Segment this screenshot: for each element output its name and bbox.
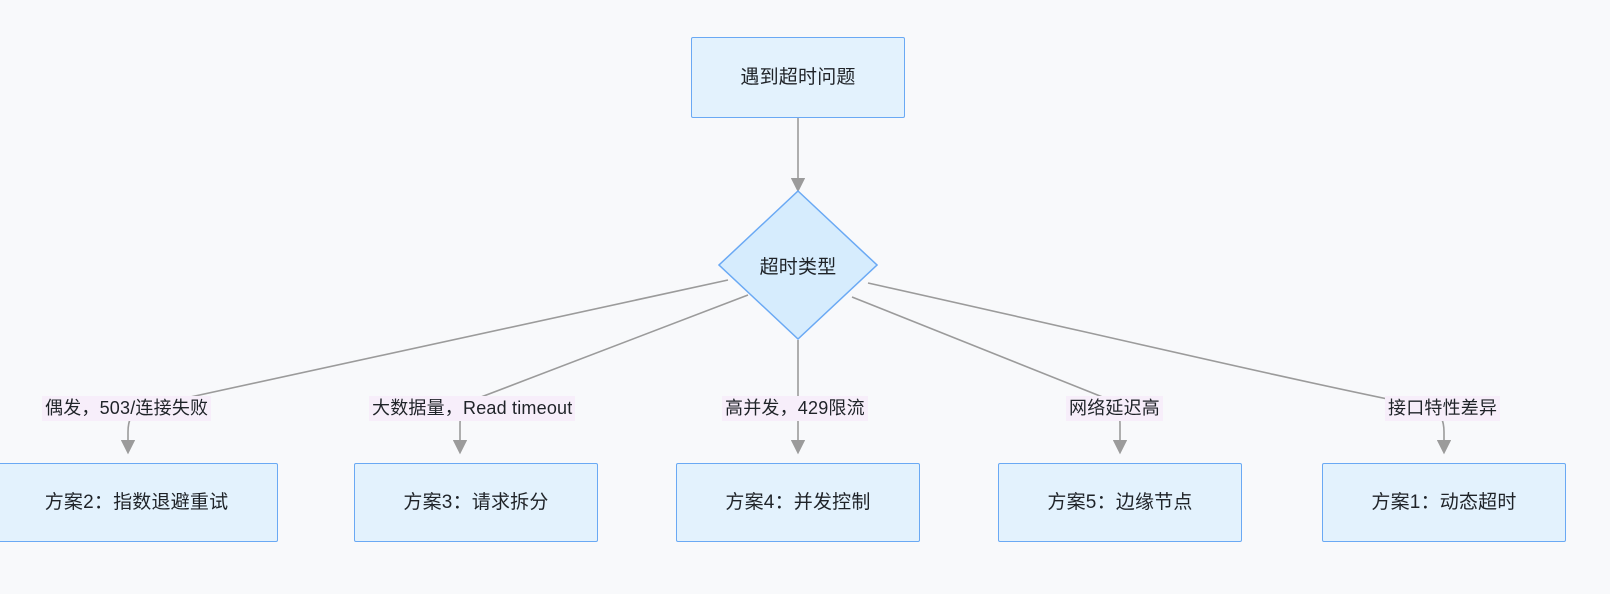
edge-label-opt1: 接口特性差异 (1385, 396, 1501, 421)
node-option-3[interactable]: 方案3：请求拆分 (354, 463, 598, 542)
edge-decide-to-opt2 (120, 279, 729, 455)
edge-decide-to-opt5 (851, 296, 1128, 455)
node-option-2-label: 方案2：指数退避重试 (44, 492, 229, 513)
node-option-5[interactable]: 方案5：边缘节点 (998, 463, 1242, 542)
edge-decide-to-opt1 (867, 282, 1452, 455)
node-decision[interactable]: 超时类型 (718, 190, 878, 340)
node-option-4[interactable]: 方案4：并发控制 (676, 463, 920, 542)
node-option-1[interactable]: 方案1：动态超时 (1322, 463, 1566, 542)
node-decision-label: 超时类型 (759, 256, 837, 278)
node-option-4-label: 方案4：并发控制 (725, 492, 871, 513)
edge-decide-to-opt3 (452, 294, 749, 455)
diamond-shape (718, 190, 878, 340)
node-start-label: 遇到超时问题 (740, 67, 856, 88)
edge-label-opt5: 网络延迟高 (1066, 396, 1163, 421)
node-option-1-label: 方案1：动态超时 (1371, 492, 1517, 513)
node-option-2[interactable]: 方案2：指数退避重试 (0, 463, 278, 542)
edge-label-opt4: 高并发，429限流 (722, 396, 868, 421)
node-option-3-label: 方案3：请求拆分 (403, 492, 549, 513)
edge-label-opt2: 偶发，503/连接失败 (42, 396, 212, 421)
edge-label-opt3: 大数据量，Read timeout (369, 396, 576, 421)
node-start[interactable]: 遇到超时问题 (691, 37, 905, 118)
node-option-5-label: 方案5：边缘节点 (1047, 492, 1193, 513)
